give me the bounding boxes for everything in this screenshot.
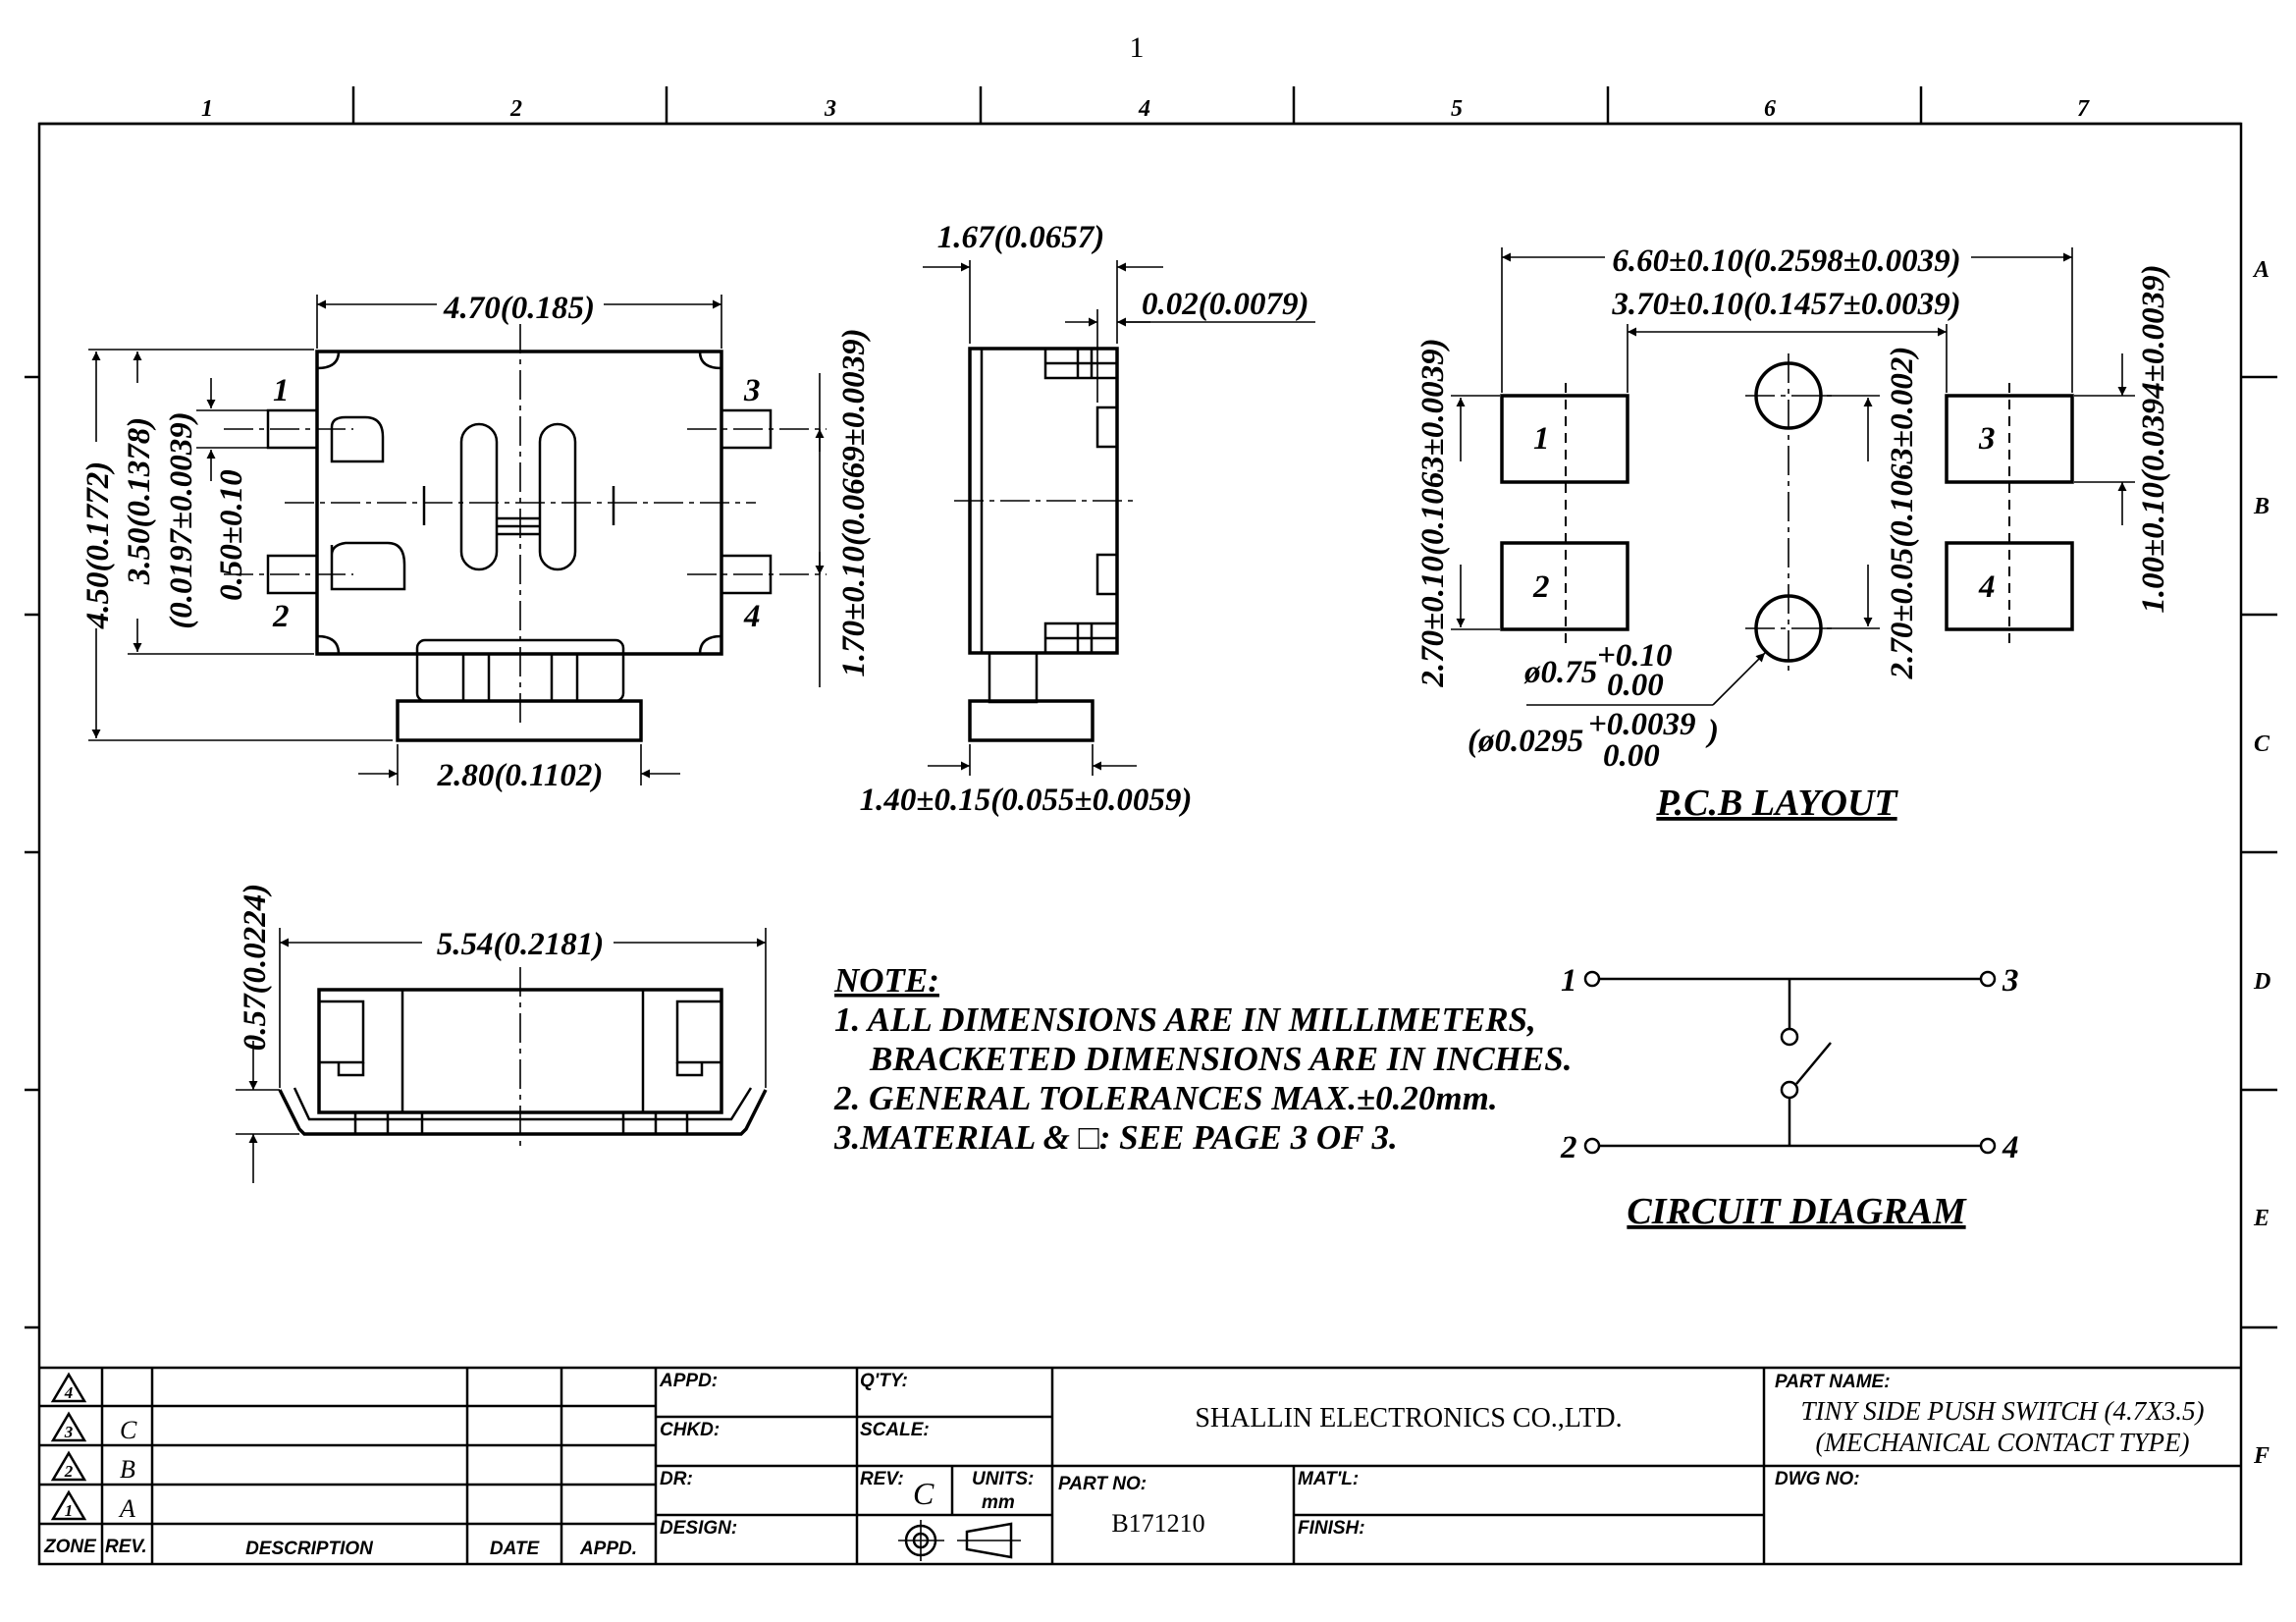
circuit-terminal-1: 1 (1561, 963, 1577, 999)
note-line-2: BRACKETED DIMENSIONS ARE IN INCHES. (869, 1040, 1572, 1078)
top-pin-1-label: 1 (273, 373, 290, 408)
header-rev: REV. (105, 1537, 147, 1557)
top-height-dim: 4.50(0.1772) (80, 461, 116, 629)
label-matl: MAT'L: (1298, 1469, 1359, 1489)
revision-rev-c: C (120, 1416, 137, 1444)
zone-col-4: 4 (1138, 96, 1150, 122)
pcb-hole-tol-plus: +0.10 (1597, 638, 1673, 674)
value-units: mm (982, 1492, 1015, 1513)
pcb-hole-tol-minus: 0.00 (1607, 668, 1664, 703)
label-chkd: CHKD: (660, 1420, 720, 1440)
title-block (39, 1366, 2241, 1564)
header-date: DATE (490, 1539, 541, 1559)
top-actuator-dim: 2.80(0.1102) (437, 758, 604, 793)
label-part-no: PART NO: (1058, 1474, 1147, 1494)
pcb-pad-height-dim: 1.00±0.10(0.0394±0.0039) (2136, 264, 2171, 613)
company-name: SHALLIN ELECTRONICS CO.,LTD. (1195, 1403, 1622, 1433)
header-description: DESCRIPTION (245, 1539, 374, 1559)
revision-rev-b: B (120, 1455, 135, 1484)
pcb-hole-dia-in: (ø0.0295 (1468, 724, 1583, 759)
circuit-terminal-3: 3 (2002, 963, 2019, 999)
label-finish: FINISH: (1298, 1518, 1365, 1539)
front-width-dim: 5.54(0.2181) (437, 927, 604, 962)
revision-triangles (50, 1372, 87, 1521)
top-view (88, 295, 827, 785)
label-dwg-no: DWG NO: (1775, 1469, 1860, 1489)
top-pin-width-dim2: 0.50±0.10 (214, 469, 249, 601)
side-actuator-dim: 1.40±0.15(0.055±0.0059) (860, 783, 1193, 818)
label-design: DESIGN: (660, 1518, 737, 1539)
revision-symbol-2: 2 (64, 1462, 74, 1481)
zone-row-a: A (2252, 257, 2269, 283)
circuit-terminal-4: 4 (2002, 1130, 2019, 1165)
label-units: UNITS: (972, 1469, 1034, 1489)
pcb-hole-pitch-dim: 2.70±0.05(0.1063±0.002) (1885, 347, 1920, 680)
pcb-pad-2-label: 2 (1532, 569, 1550, 605)
pcb-inner-dim: 3.70±0.10(0.1457±0.0039) (1611, 287, 1960, 322)
label-rev: REV: (860, 1469, 904, 1489)
revision-symbol-4: 4 (64, 1383, 74, 1402)
pcb-pad-pitch-dim: 2.70±0.10(0.1063±0.0039) (1415, 338, 1451, 687)
pcb-layout (1451, 247, 2135, 706)
pcb-outer-dim: 6.60±0.10(0.2598±0.0039) (1612, 243, 1960, 279)
label-appd: APPD: (659, 1371, 718, 1391)
note-line-3: 2. GENERAL TOLERANCES MAX.±0.20mm. (833, 1079, 1498, 1117)
pcb-hole-tol-plus-in: +0.0039 (1588, 707, 1696, 742)
zone-col-2: 2 (509, 96, 522, 122)
pcb-hole-tol-minus-in: 0.00 (1603, 738, 1660, 774)
top-body-height-dim: 3.50(0.1378) (122, 417, 157, 585)
zone-col-7: 7 (2077, 96, 2090, 122)
drawing-frame (25, 86, 2277, 1566)
value-part-no: B171210 (1111, 1509, 1204, 1538)
side-gap-dim: 0.02(0.0079) (1142, 287, 1308, 322)
zone-row-c: C (2254, 731, 2270, 757)
zone-row-f: F (2253, 1443, 2269, 1469)
front-height-dim: 0.57(0.0224) (238, 884, 273, 1051)
top-pin-2-label: 2 (272, 599, 290, 634)
notes-title: NOTE: (833, 961, 939, 1000)
top-pin-width-dim: (0.0197±0.0039) (164, 411, 199, 629)
top-pin-pitch-dim: 1.70±0.10(0.0669±0.0039) (836, 328, 872, 676)
revision-symbol-3: 3 (64, 1423, 74, 1441)
page-number: 1 (1130, 31, 1145, 64)
zone-col-1: 1 (201, 96, 213, 122)
header-appd: APPD. (579, 1539, 637, 1559)
revision-rev-a: A (118, 1494, 135, 1523)
value-part-name-1: TINY SIDE PUSH SWITCH (4.7X3.5) (1801, 1396, 2205, 1426)
zone-col-5: 5 (1451, 96, 1463, 122)
zone-row-b: B (2253, 494, 2269, 519)
label-dr: DR: (660, 1469, 693, 1489)
side-depth-dim: 1.67(0.0657) (937, 220, 1104, 255)
top-width-dim: 4.70(0.185) (443, 291, 595, 326)
zone-col-6: 6 (1764, 96, 1776, 122)
zone-row-e: E (2253, 1206, 2269, 1231)
label-part-name: PART NAME: (1775, 1372, 1891, 1392)
top-pin-3-label: 3 (743, 373, 761, 408)
pcb-pad-4-label: 4 (1978, 569, 1996, 605)
pcb-layout-title: P.C.B LAYOUT (1655, 783, 1898, 824)
zone-row-d: D (2253, 969, 2270, 995)
circuit-diagram (1583, 970, 1997, 1155)
pcb-pad-1-label: 1 (1533, 421, 1550, 457)
note-line-1: 1. ALL DIMENSIONS ARE IN MILLIMETERS, (834, 1000, 1536, 1039)
label-qty: Q'TY: (860, 1371, 908, 1391)
pcb-pad-3-label: 3 (1978, 421, 1996, 457)
revision-symbol-1: 1 (65, 1501, 74, 1520)
label-scale: SCALE: (860, 1420, 930, 1440)
top-pin-4-label: 4 (743, 599, 761, 634)
value-rev: C (913, 1476, 934, 1511)
zone-col-3: 3 (824, 96, 836, 122)
circuit-terminal-2: 2 (1560, 1130, 1577, 1165)
note-line-4: 3.MATERIAL & □: SEE PAGE 3 OF 3. (833, 1118, 1398, 1157)
front-view (236, 928, 768, 1183)
header-zone: ZONE (43, 1537, 97, 1557)
pcb-hole-dia: ø0.75 (1523, 655, 1597, 690)
circuit-title: CIRCUIT DIAGRAM (1627, 1191, 1966, 1232)
side-view (923, 260, 1315, 776)
value-part-name-2: (MECHANICAL CONTACT TYPE) (1815, 1428, 2189, 1457)
pcb-hole-close: ) (1705, 714, 1719, 749)
